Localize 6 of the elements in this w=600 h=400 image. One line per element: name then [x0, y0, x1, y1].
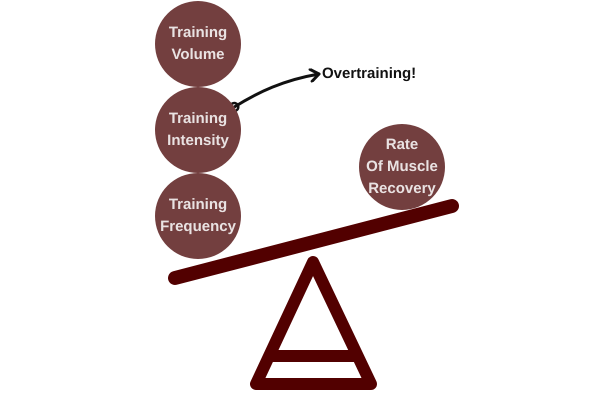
circle-label: Rate Of Muscle Recovery: [366, 135, 438, 199]
circle-label: Training Volume: [168, 23, 228, 65]
curved-arrow: [229, 68, 320, 112]
circle-label: Training Intensity: [166, 109, 230, 151]
warning-text: Overtraining!: [322, 64, 416, 84]
circle-label: Training Frequency: [159, 195, 237, 237]
